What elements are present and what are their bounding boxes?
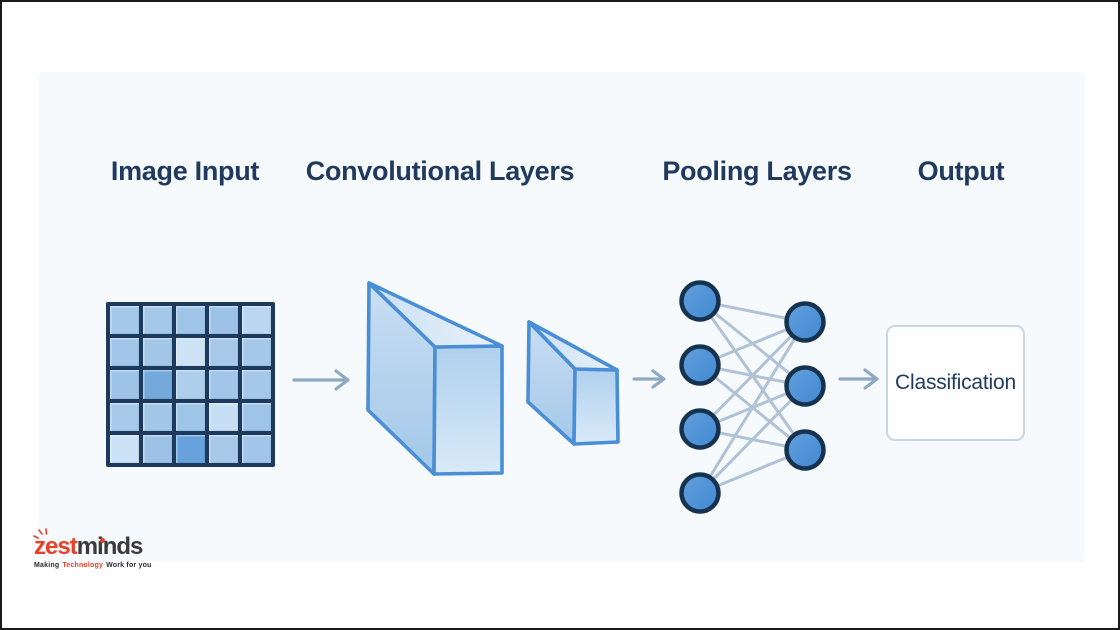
pooling-node — [679, 472, 721, 514]
grid-cell — [143, 370, 172, 399]
grid-cell — [242, 402, 271, 431]
pooling-node — [679, 280, 721, 322]
pooling-edge — [698, 384, 807, 495]
stage-label-pooling-layers: Pooling Layers — [662, 156, 852, 186]
logo-sparkles-icon — [33, 528, 48, 539]
logo-text-primary: zest — [34, 533, 78, 560]
grid-cell — [209, 306, 238, 335]
grid-cell — [209, 402, 238, 431]
pooling-node — [679, 344, 721, 386]
grid-cell — [209, 338, 238, 367]
grid-cell — [110, 338, 139, 367]
pooling-node — [679, 408, 721, 450]
grid-cell — [242, 370, 271, 399]
grid-cell — [209, 370, 238, 399]
grid-cell — [110, 434, 139, 463]
grid-cell — [209, 434, 238, 463]
grid-cell — [176, 434, 205, 463]
grid-cell — [143, 338, 172, 367]
pooling-node — [784, 365, 826, 407]
pooling-edge — [698, 320, 807, 431]
grid-cell — [242, 306, 271, 335]
classification-label: Classification — [895, 371, 1016, 394]
flow-arrow-pooling-to-output — [838, 368, 879, 390]
pooling-node — [784, 301, 826, 343]
conv-box-small — [526, 320, 620, 446]
grid-cell — [176, 338, 205, 367]
input-image-grid — [106, 302, 275, 467]
logo-i-dot — [100, 538, 105, 543]
grid-cell — [143, 402, 172, 431]
grid-cell — [143, 434, 172, 463]
grid-cell — [176, 402, 205, 431]
classification-box: Classification — [886, 325, 1025, 441]
grid-cell — [110, 370, 139, 399]
grid-cell — [143, 306, 172, 335]
pooling-edge — [698, 321, 807, 494]
stage-label-image-input: Image Input — [110, 156, 260, 186]
tagline-part-3: Work for you — [106, 562, 152, 569]
stage-label-output: Output — [917, 156, 1005, 186]
flow-arrow-conv-to-pooling — [632, 369, 666, 389]
pooling-node — [784, 429, 826, 471]
flow-arrow-input-to-conv — [292, 369, 350, 391]
grid-cell — [110, 402, 139, 431]
grid-cell — [242, 338, 271, 367]
grid-cell — [176, 306, 205, 335]
tagline-part-2: Technology — [62, 562, 104, 569]
logo-brand-text: zestminds — [34, 535, 155, 559]
stage-label-convolutional-layers: Convolutional Layers — [305, 156, 575, 186]
tagline-part-1: Making — [34, 562, 60, 569]
logo-text-secondary: minds — [76, 533, 144, 560]
grid-cell — [176, 370, 205, 399]
pooling-network — [679, 280, 826, 514]
grid-cell — [242, 434, 271, 463]
grid-cell — [110, 306, 139, 335]
conv-box-large — [366, 281, 504, 476]
